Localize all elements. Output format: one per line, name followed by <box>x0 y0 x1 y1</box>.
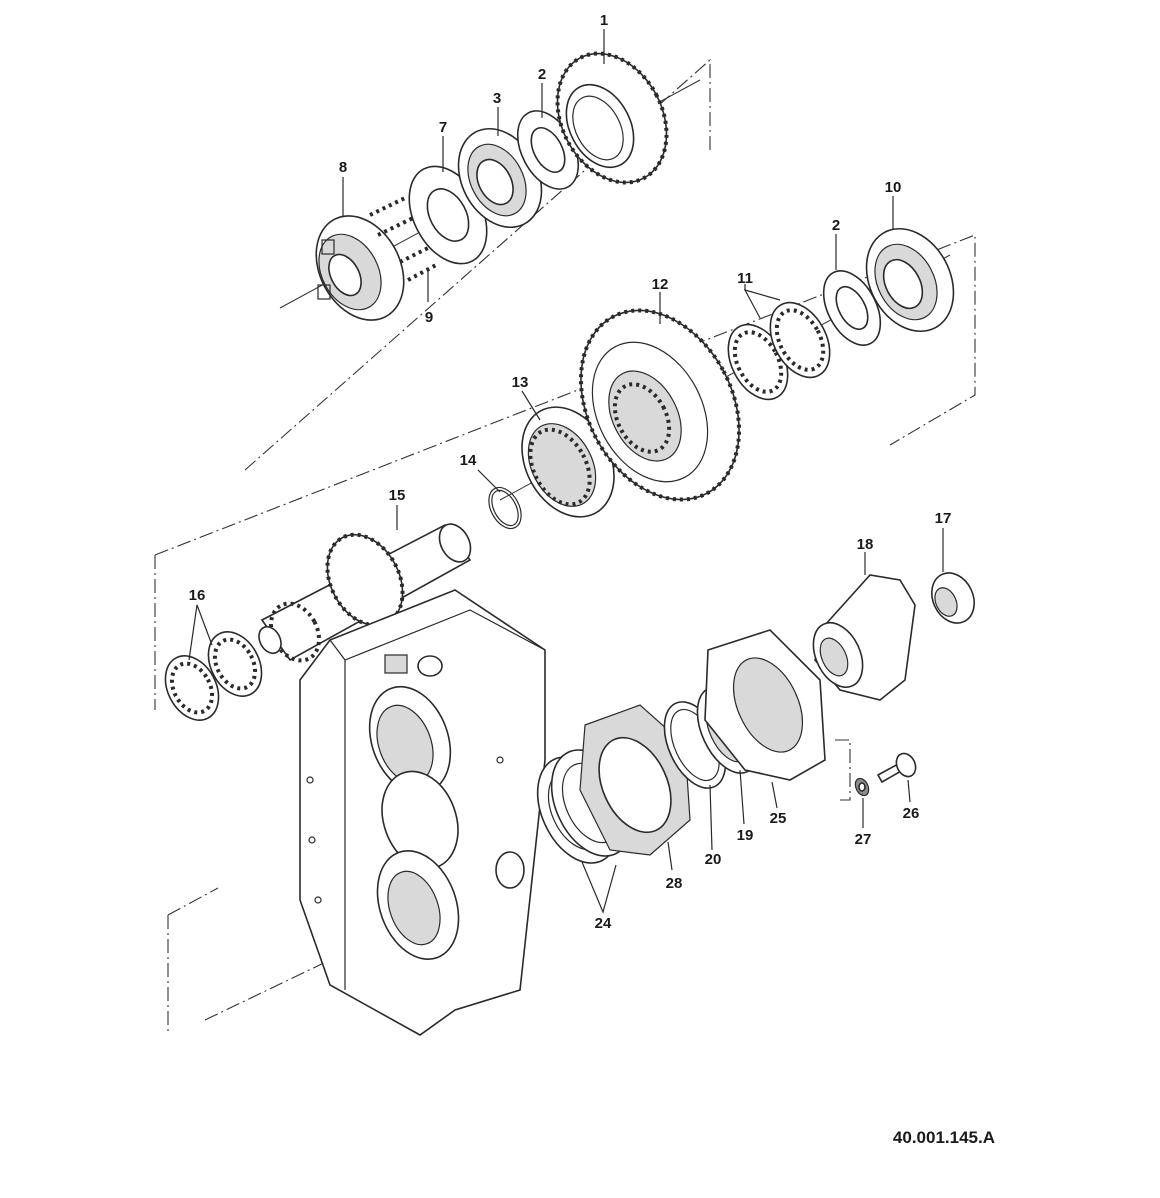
ball-bearing-middle <box>865 227 955 333</box>
callout-18: 18 <box>857 536 874 553</box>
gearbox-housing <box>299 589 546 1036</box>
callout-labels: 1 2 3 7 8 9 10 2 11 12 13 14 15 16 17 18… <box>189 12 952 932</box>
sliding-collar <box>315 215 405 321</box>
callout-12: 12 <box>652 276 669 293</box>
bearing-cages <box>727 301 831 401</box>
callout-3: 3 <box>493 90 501 107</box>
callout-20: 20 <box>705 851 722 868</box>
callout-11: 11 <box>737 270 753 287</box>
rear-cover-group <box>536 629 826 864</box>
snap-ring <box>488 486 522 530</box>
output-shaft-group <box>164 523 472 721</box>
callout-26: 26 <box>903 805 920 822</box>
middle-gear-group <box>488 227 955 530</box>
callout-13: 13 <box>512 374 529 391</box>
callout-25: 25 <box>770 810 787 827</box>
leader-lines <box>188 29 944 914</box>
callout-16: 16 <box>189 587 206 604</box>
assembly-boundary-lines <box>154 58 976 1035</box>
callout-2-middle: 2 <box>832 217 840 234</box>
callout-17: 17 <box>935 510 952 527</box>
large-helical-gear <box>578 308 742 502</box>
callout-9: 9 <box>425 309 433 326</box>
callout-28: 28 <box>666 875 683 892</box>
helical-gear-upper <box>555 51 669 185</box>
callout-7: 7 <box>439 119 447 136</box>
callout-19: 19 <box>737 827 754 844</box>
callout-14: 14 <box>460 452 477 469</box>
flange-group <box>812 572 975 797</box>
detent-pins <box>369 196 439 282</box>
callout-24: 24 <box>595 915 612 932</box>
synchronizer-hub <box>521 406 615 518</box>
callout-10: 10 <box>885 179 902 196</box>
callout-27: 27 <box>855 831 872 848</box>
callout-15: 15 <box>389 487 406 504</box>
callout-1: 1 <box>600 12 608 29</box>
callout-2-upper: 2 <box>538 66 546 83</box>
drawing-reference-code: 40.001.145.A <box>893 1128 995 1147</box>
callout-8: 8 <box>339 159 347 176</box>
upper-gear-group <box>279 51 701 321</box>
